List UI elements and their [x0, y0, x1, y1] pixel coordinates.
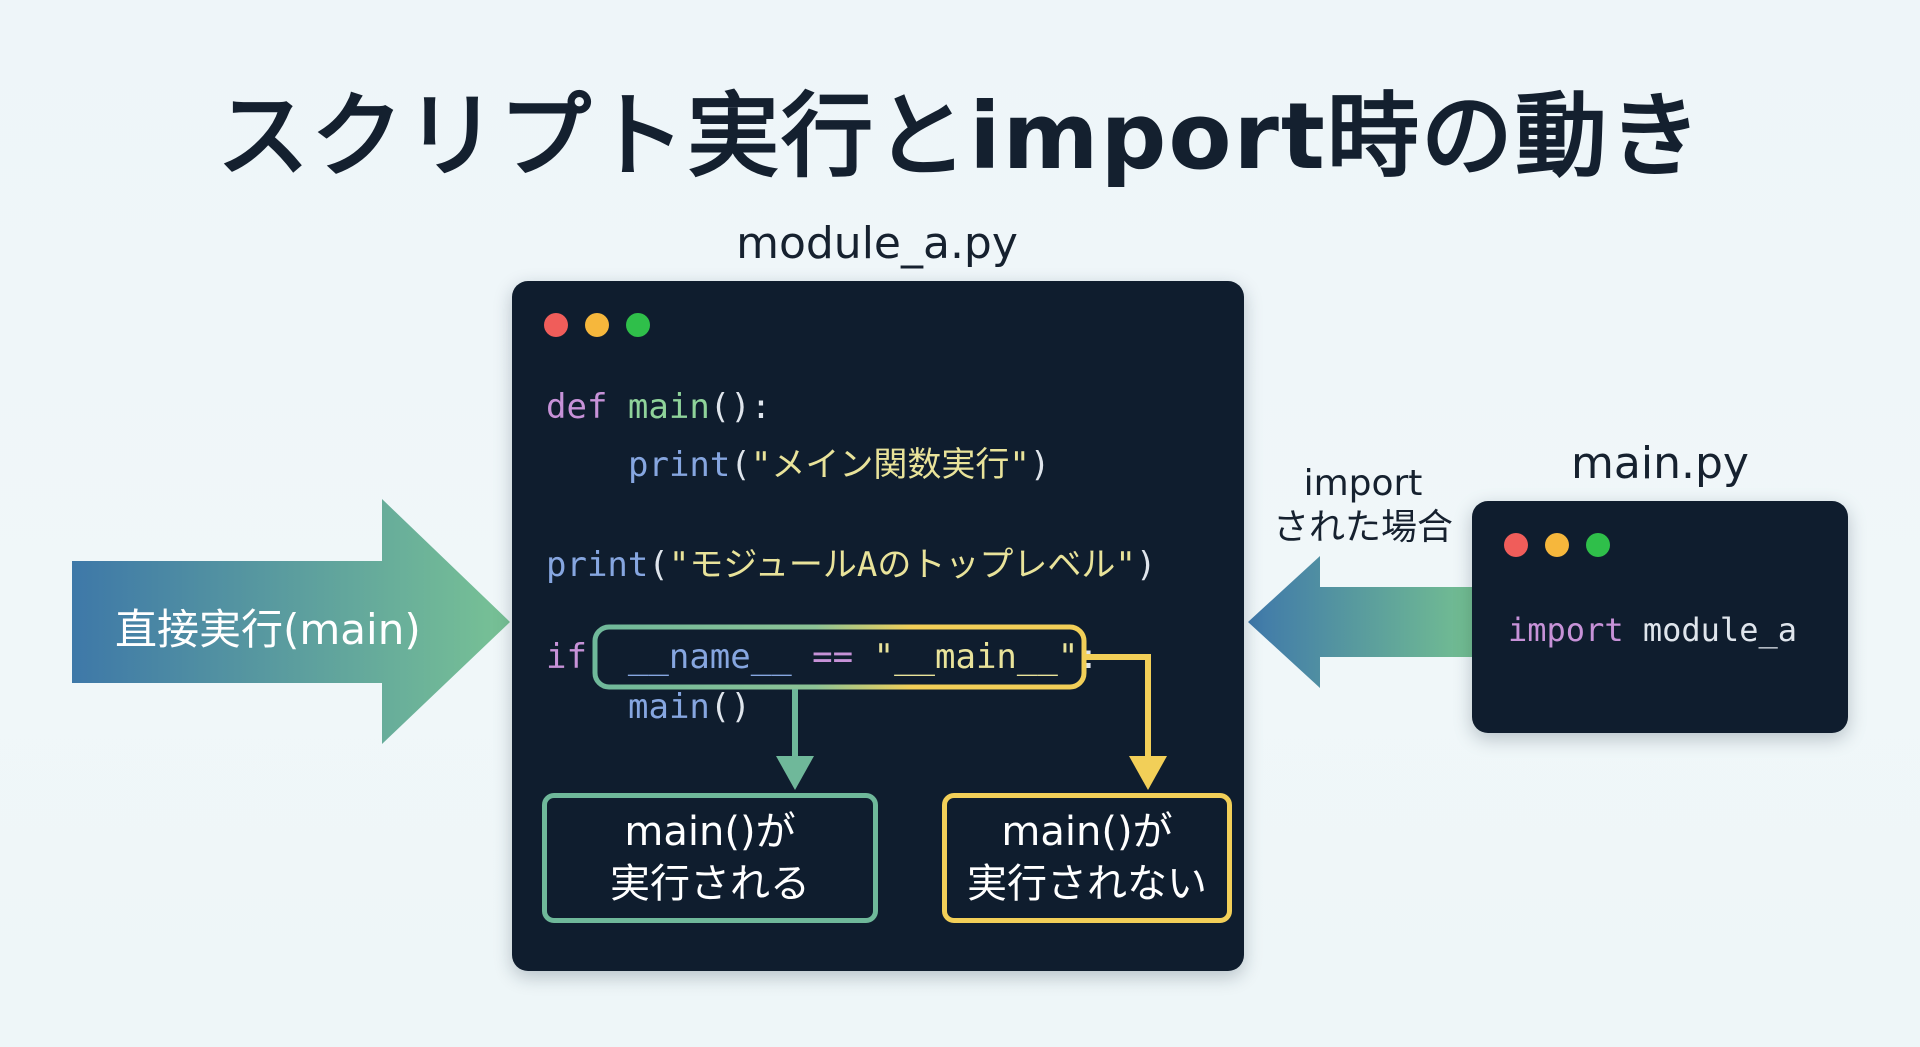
code-keyword: def [546, 387, 608, 427]
minimize-dot-icon [1545, 533, 1569, 557]
import-arrow-shape [1248, 556, 1475, 688]
code-string: "モジュールAのトップレベル" [668, 545, 1136, 585]
code-string: "__main__" [873, 637, 1079, 677]
false-branch-arrowhead-icon [1129, 756, 1167, 790]
code-punct: (): [709, 387, 772, 427]
true-branch-arrowhead-icon [776, 756, 814, 790]
result-executed-line1: main()が [624, 809, 796, 855]
window-controls [1504, 533, 1610, 557]
maximize-dot-icon [1586, 533, 1610, 557]
code-module-name: module_a [1642, 611, 1797, 649]
code-line-def: def main(): [546, 387, 771, 427]
window-controls [544, 313, 650, 337]
import-arrow-label: import された場合 [1258, 462, 1468, 550]
code-operator: == [812, 637, 854, 677]
result-not-executed-box: main()が 実行されない [942, 793, 1232, 923]
main-py-filename: main.py [1571, 438, 1749, 489]
import-label-line2: された場合 [1272, 507, 1453, 548]
main-py-code-window: import module_a [1472, 501, 1848, 733]
maximize-dot-icon [626, 313, 650, 337]
code-dunder-name: __name__ [627, 637, 792, 677]
result-executed-box: main()が 実行される [542, 793, 878, 923]
condition-highlight-box [592, 624, 1087, 690]
code-string: "メイン関数実行" [750, 445, 1030, 485]
close-dot-icon [544, 313, 568, 337]
code-builtin: print [628, 445, 731, 485]
code-line-main-call: main() [628, 687, 751, 727]
close-dot-icon [1504, 533, 1528, 557]
page-title: スクリプト実行とimport時の動き [217, 83, 1703, 190]
code-function-call: main [628, 687, 710, 727]
direct-run-label: 直接実行(main) [115, 605, 421, 654]
code-line-if: if __name__ == "__main__": [546, 637, 1099, 677]
import-label-line1: import [1303, 463, 1423, 504]
code-keyword: import [1508, 611, 1624, 649]
code-keyword: if [546, 637, 587, 677]
code-line-import: import module_a [1508, 611, 1797, 649]
false-branch-line [1086, 654, 1151, 758]
code-line-print-main: print("メイン関数実行") [628, 445, 1051, 485]
minimize-dot-icon [585, 313, 609, 337]
direct-run-arrow-shape [72, 499, 510, 744]
code-function-name: main [627, 387, 710, 427]
module-a-filename: module_a.py [736, 218, 1018, 269]
result-not-executed-line1: main()が [1001, 809, 1173, 855]
code-line-print-top: print("モジュールAのトップレベル") [546, 545, 1157, 585]
code-builtin: print [546, 545, 649, 585]
result-executed-line2: 実行される [610, 861, 810, 907]
result-not-executed-line2: 実行されない [967, 861, 1207, 907]
